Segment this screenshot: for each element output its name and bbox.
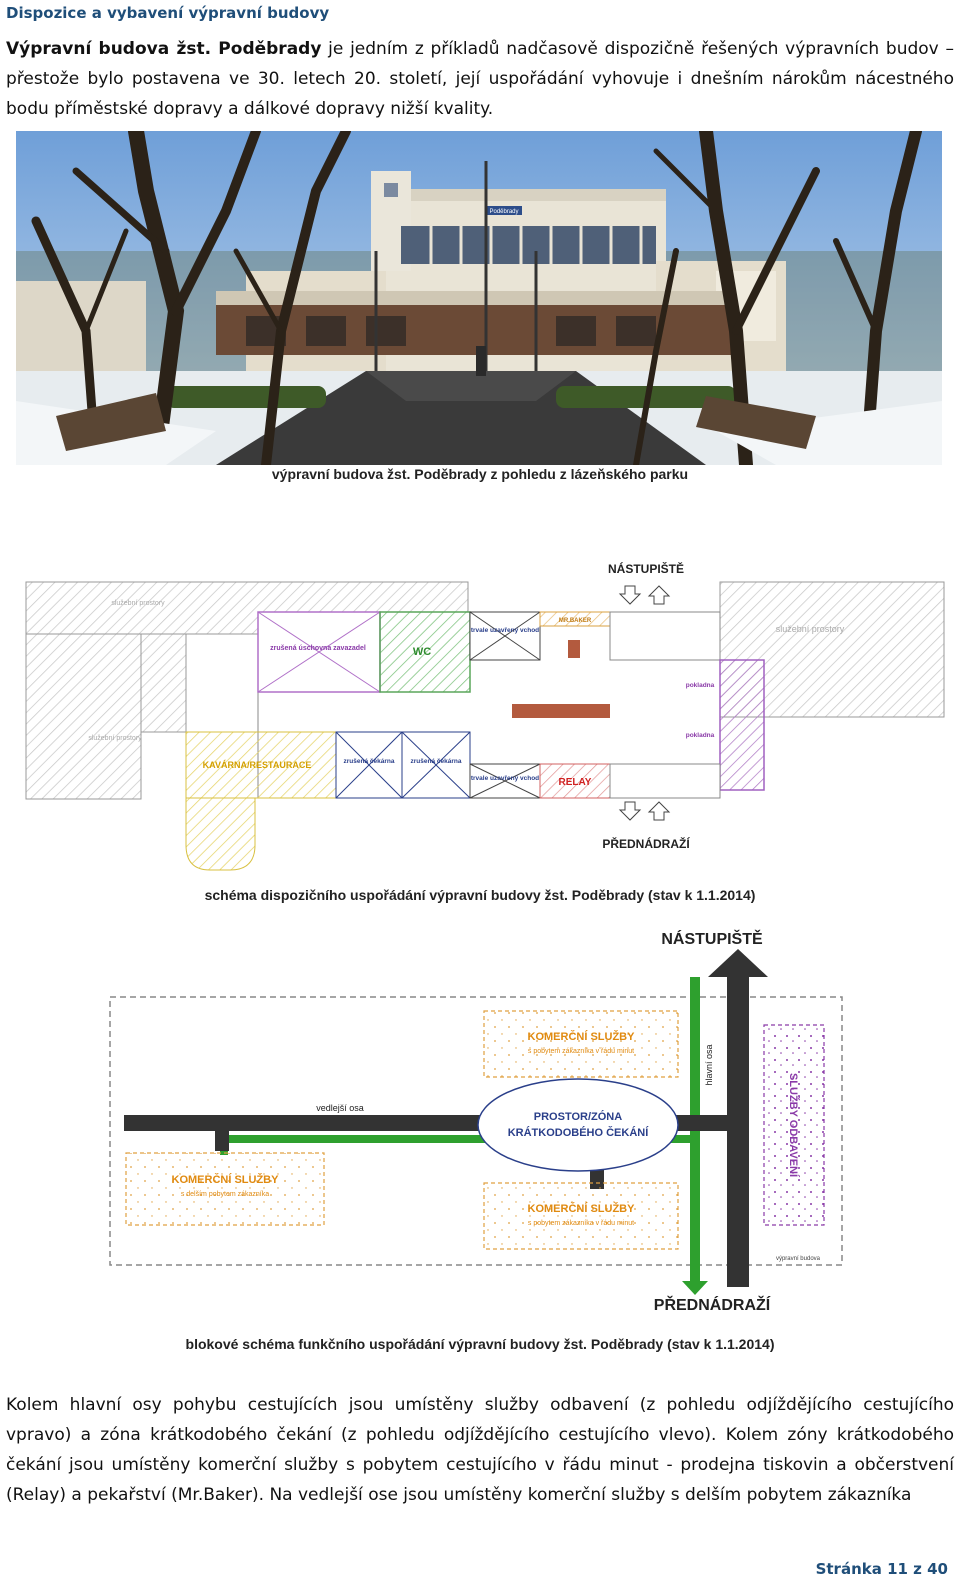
block-vypravni-budova: výpravní budova	[776, 1256, 821, 1262]
section-title: Dispozice a vybavení výpravní budovy	[6, 4, 330, 22]
plan-bottom-label: PŘEDNÁDRAŽÍ	[602, 836, 690, 851]
functional-block-diagram: výpravní budova NÁSTUPIŠTĚ KOMERČNÍ SLUŽ…	[100, 925, 860, 1329]
block-prostor-1: PROSTOR/ZÓNA	[534, 1110, 622, 1123]
plan-label-sluzebni-1: služební prostory	[111, 600, 165, 607]
plan-label-pokladna-1: pokladna	[686, 682, 715, 689]
block-komercni-top-sub: s pobytem zákazníka v řádu minut	[528, 1048, 634, 1055]
plan-top-label: NÁSTUPIŠTĚ	[608, 561, 684, 576]
block-komercni-left-sub: s delším pobytem zákazníka	[181, 1191, 269, 1198]
block-bottom-label: PŘEDNÁDRAŽÍ	[654, 1295, 771, 1314]
block-komercni-top: KOMERČNÍ SLUŽBY	[528, 1030, 636, 1043]
plan-label-kavarna: KAVÁRNA/RESTAURACE	[203, 760, 312, 770]
block-hlavni-osa: hlavní osa	[704, 1044, 714, 1085]
intro-paragraph: Výpravní budova žst. Poděbrady je jedním…	[6, 34, 954, 124]
photo-caption: výpravní budova žst. Poděbrady z pohledu…	[271, 466, 689, 482]
body-paragraph: Kolem hlavní osy pohybu cestujících jsou…	[6, 1395, 954, 1505]
station-sign-text: Poděbrady	[489, 209, 518, 215]
block-prostor-2: KRÁTKODOBÉHO ČEKÁNÍ	[508, 1126, 650, 1139]
plan-label-uschovna: zrušená úschovna zavazadel	[270, 645, 366, 652]
plan-label-relay: RELAY	[559, 777, 592, 788]
plan-label-vchod-top: trvale uzavřený vchod	[471, 627, 539, 634]
station-photo: Poděbrady	[16, 131, 942, 465]
intro-rest: je jedním z příkladů nadčasově dispozičn…	[6, 39, 954, 119]
intro-bold: Výpravní budova žst. Poděbrady	[6, 39, 322, 59]
block-komercni-bottom-sub: s pobytem zákazníka v řádu minut	[528, 1220, 634, 1227]
plan-label-pokladna-2: pokladna	[686, 732, 715, 739]
block-komercni-bottom: KOMERČNÍ SLUŽBY	[528, 1202, 636, 1215]
block-sluzby-odbaveni: SLUŽBY ODBAVENÍ	[787, 1073, 800, 1178]
block-caption: blokové schéma funkčního uspořádání výpr…	[185, 1336, 775, 1352]
plan-label-wc: WC	[413, 646, 431, 658]
page-number: Stránka 11 z 40	[815, 1560, 948, 1578]
plan-label-sluzebni-3: služební prostory	[776, 624, 845, 634]
floor-plan-diagram: služební prostory služební prostory služ…	[20, 560, 950, 884]
block-top-label: NÁSTUPIŠTĚ	[661, 929, 763, 948]
plan-label-vchod-bottom: trvale uzavřený vchod	[471, 775, 539, 782]
block-komercni-left: KOMERČNÍ SLUŽBY	[172, 1173, 280, 1186]
plan-caption: schéma dispozičního uspořádání výpravní …	[204, 887, 756, 903]
station-sign	[486, 206, 522, 215]
block-vedlejsi-osa: vedlejší osa	[316, 1103, 364, 1113]
plan-label-cekarna-2: zrušená čekárna	[411, 758, 462, 765]
plan-label-sluzebni-2: služební prostory	[88, 735, 142, 742]
plan-label-cekarna-1: zrušená čekárna	[344, 758, 395, 765]
plan-label-mrbaker: MR.BAKER	[559, 618, 592, 624]
